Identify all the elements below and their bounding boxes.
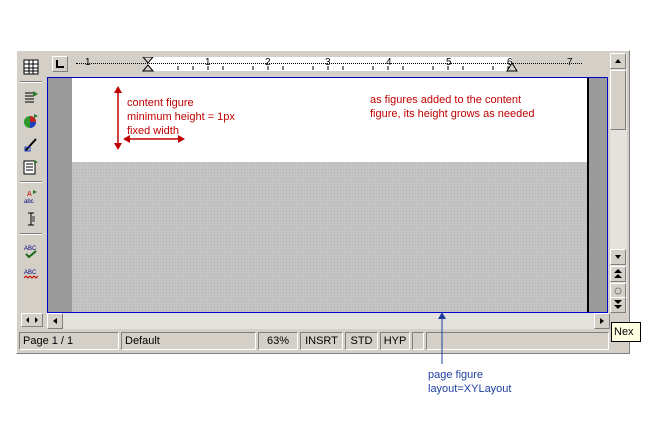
status-selection-mode[interactable]: STD [345,332,378,350]
status-insert-mode[interactable]: INSRT [300,332,343,350]
scroll-thumb[interactable] [610,70,626,130]
annotation-line: layout=XYLayout [428,383,512,395]
ruler-ticks [177,66,509,70]
annotation-line: page figure [428,369,484,381]
ruler-label: 5 [446,57,452,68]
ruler-dotted-line [76,63,582,64]
draw-icon[interactable] [21,134,41,154]
ruler-label: 4 [386,57,392,68]
insert-object-icon[interactable] [21,157,41,177]
status-style[interactable]: Default [121,332,256,350]
ruler-label: 6 [507,57,513,68]
horizontal-scrollbar[interactable] [47,313,610,329]
status-hyphen-text: HYP [383,335,407,347]
insert-field-icon[interactable] [21,87,41,107]
status-hyperlink-mode[interactable]: HYP [380,332,410,350]
split-handle[interactable] [21,313,43,327]
status-page[interactable]: Page 1 / 1 [19,332,119,350]
grow-annotation: as figures added to the content figure, … [370,93,535,121]
ruler-label: 2 [265,57,271,68]
toolbar-separator [20,81,42,83]
page-area [72,78,589,312]
text-cursor-icon[interactable] [21,209,41,229]
scroll-left-button[interactable] [47,313,63,329]
status-document-modified[interactable] [412,332,424,350]
scroll-up-button[interactable] [610,53,626,69]
annotation-line: minimum height = 1px [127,111,235,123]
ruler-label: 1 [85,57,91,68]
toolbar-separator [20,233,42,235]
status-selection-text: STD [350,335,373,347]
document-viewport [47,77,608,313]
horizontal-ruler[interactable]: 1 1 2 3 4 5 6 7 [72,56,590,72]
svg-text:A: A [27,191,32,198]
next-page-button[interactable] [610,297,626,313]
tooltip-text: Nex [614,326,634,338]
page-figure-annotation: page figure layout=XYLayout [428,368,511,396]
spellcheck-icon[interactable]: ABC [21,241,41,261]
left-indent-marker[interactable] [142,57,154,72]
svg-text:ABC: ABC [24,246,37,252]
ruler-corner-button[interactable] [52,56,68,72]
toolbar-separator [20,181,42,183]
annotation-arrows-red [114,86,185,150]
status-style-text: Default [125,335,160,347]
svg-text:abc: abc [24,199,34,205]
scroll-right-button[interactable] [594,313,610,329]
ruler-label: 3 [325,57,331,68]
annotation-arrow-blue [438,312,446,364]
autospellcheck-icon[interactable]: ABC [21,264,41,284]
scroll-down-button[interactable] [610,249,626,265]
annotation-line: figure, its height grows as needed [370,108,535,120]
vertical-scrollbar[interactable] [610,53,627,313]
status-zoom[interactable]: 63% [258,332,298,350]
previous-page-button[interactable] [610,266,626,282]
page-figure[interactable] [47,77,608,313]
table-icon[interactable] [21,57,41,77]
chart-icon[interactable] [21,111,41,131]
ruler-label: 7 [567,57,573,68]
ruler-active-area [148,57,512,71]
content-figure[interactable] [72,78,587,162]
svg-text:ABC: ABC [24,270,37,276]
navigator-button[interactable] [610,283,626,299]
annotation-line: fixed width [127,125,179,137]
content-figure-annotation: content figure minimum height = 1px fixe… [127,96,235,138]
tooltip: Nex [611,322,641,342]
ruler-label: 1 [205,57,211,68]
right-indent-marker[interactable] [506,62,518,72]
status-zoom-text: 63% [266,335,290,347]
status-signature [426,332,609,350]
status-insert-text: INSRT [305,335,338,347]
status-page-text: Page 1 / 1 [23,335,74,347]
annotation-line: as figures added to the content [370,94,522,106]
annotation-line: content figure [127,97,194,109]
